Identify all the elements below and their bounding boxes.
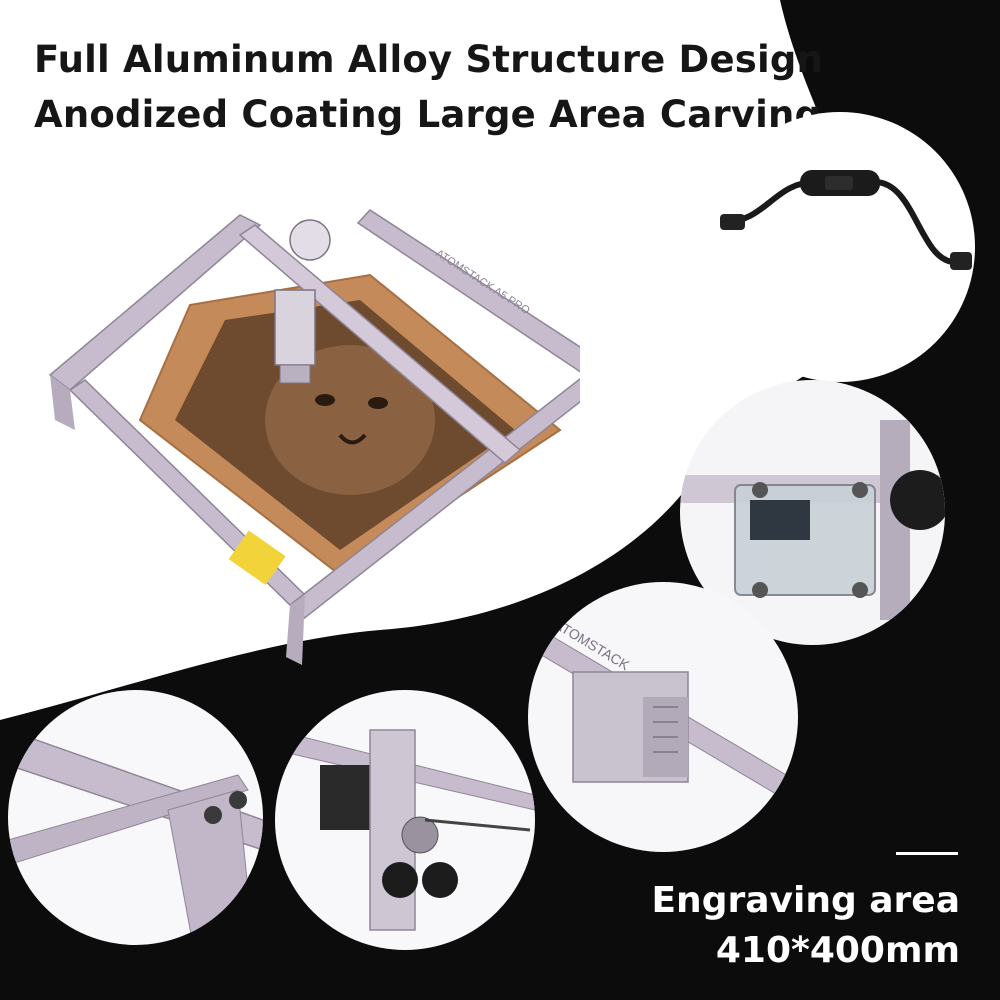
motor: [320, 765, 375, 830]
frame-rail-right: [356, 209, 580, 373]
pulley: [401, 816, 439, 854]
headline-line-1: Full Aluminum Alloy Structure Design: [34, 38, 824, 81]
control-box-circle: ATOMSTACK: [528, 582, 798, 852]
engraving-area-value: 410*400mm: [715, 930, 960, 971]
fan: [289, 219, 331, 261]
motor-pulley-circle: [275, 690, 535, 950]
laser-engraver-illustration: ATOMSTACK A5 PRO: [48, 209, 580, 665]
engraving-area-label: Engraving area: [651, 880, 960, 921]
headline-line-2: Anodized Coating Large Area Carving: [34, 93, 822, 136]
leg-front: [286, 595, 305, 665]
frame-rail-left: [48, 214, 262, 391]
laser-module: [274, 289, 316, 366]
cable-detail-circle: [705, 112, 975, 382]
leg-front-left: [50, 375, 75, 430]
spec-divider: [896, 852, 958, 855]
warning-label: [228, 530, 286, 585]
frame-corner-circle: [8, 690, 263, 945]
gantry-rail: [238, 224, 522, 464]
